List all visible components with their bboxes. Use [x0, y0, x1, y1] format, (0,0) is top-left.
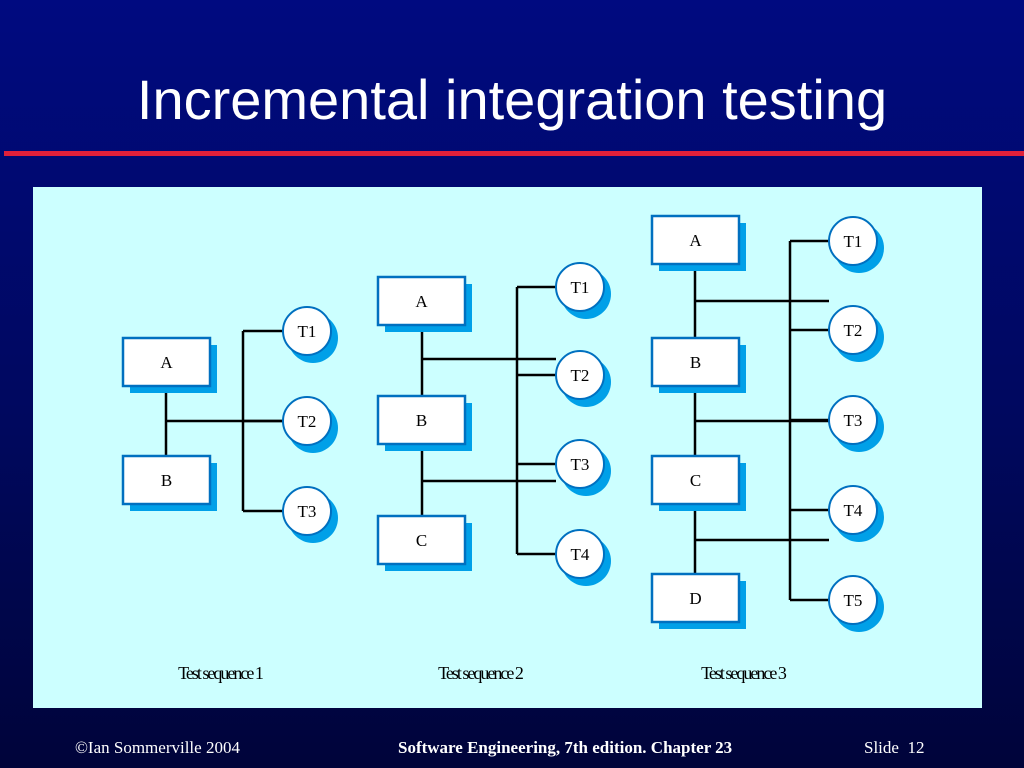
- module-box: [650, 454, 741, 506]
- test-label: T2: [844, 321, 863, 340]
- test-label: T3: [298, 502, 317, 521]
- test-label: T1: [571, 278, 590, 297]
- module-label: A: [689, 231, 702, 250]
- diagram-panel: [33, 187, 982, 708]
- sequence-label: Test sequence 2: [438, 663, 523, 683]
- module-label: B: [161, 471, 172, 490]
- test-label: T3: [571, 455, 590, 474]
- test-circle: [828, 395, 878, 445]
- sequence-label: Test sequence 3: [701, 663, 787, 683]
- test-label: T1: [844, 232, 863, 251]
- module-label: A: [160, 353, 173, 372]
- title-divider: [4, 151, 1024, 156]
- test-circle: [282, 486, 332, 536]
- test-circle: [555, 350, 605, 400]
- test-label: T2: [571, 366, 590, 385]
- sequence-label: Test sequence 1: [178, 663, 263, 683]
- footer-copyright: ©Ian Sommerville 2004: [75, 738, 240, 757]
- module-label: D: [689, 589, 701, 608]
- test-label: T4: [571, 545, 590, 564]
- module-label: C: [690, 471, 701, 490]
- module-box: [650, 572, 741, 624]
- test-circle: [828, 575, 878, 625]
- module-label: B: [690, 353, 701, 372]
- test-label: T4: [844, 501, 863, 520]
- test-circle: [282, 306, 332, 356]
- module-label: C: [416, 531, 427, 550]
- module-label: B: [416, 411, 427, 430]
- module-box: [121, 454, 212, 506]
- test-label: T5: [844, 591, 863, 610]
- module-box: [376, 394, 467, 446]
- test-circle: [555, 262, 605, 312]
- footer-slide-number: Slide 12: [864, 738, 925, 757]
- test-label: T1: [298, 322, 317, 341]
- test-circle: [282, 396, 332, 446]
- module-label: A: [415, 292, 428, 311]
- module-box: [376, 514, 467, 566]
- test-circle: [828, 305, 878, 355]
- module-box: [650, 214, 741, 266]
- test-label: T2: [298, 412, 317, 431]
- test-circle: [555, 439, 605, 489]
- module-box: [376, 275, 467, 327]
- slide-title: Incremental integration testing: [136, 68, 888, 131]
- test-circle: [828, 216, 878, 266]
- test-circle: [555, 529, 605, 579]
- footer-book: Software Engineering, 7th edition. Chapt…: [398, 738, 733, 757]
- test-label: T3: [844, 411, 863, 430]
- module-box: [650, 336, 741, 388]
- module-box: [121, 336, 212, 388]
- test-circle: [828, 485, 878, 535]
